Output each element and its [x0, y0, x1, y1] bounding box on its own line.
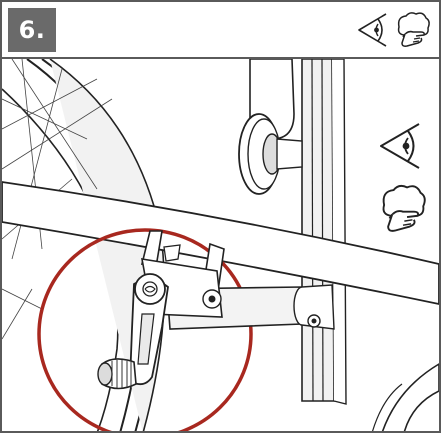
- panel-header: 6.: [2, 2, 439, 57]
- wheelchair-clamp-drawing: [2, 59, 439, 431]
- hand-cleaning-icon: [382, 184, 426, 232]
- header-divider: [2, 57, 439, 59]
- inspect-eye-icon: [380, 123, 420, 169]
- inspect-eye-icon: [358, 13, 387, 47]
- hand-cleaning-icon: [397, 12, 430, 47]
- step-number-badge: 6.: [8, 8, 56, 52]
